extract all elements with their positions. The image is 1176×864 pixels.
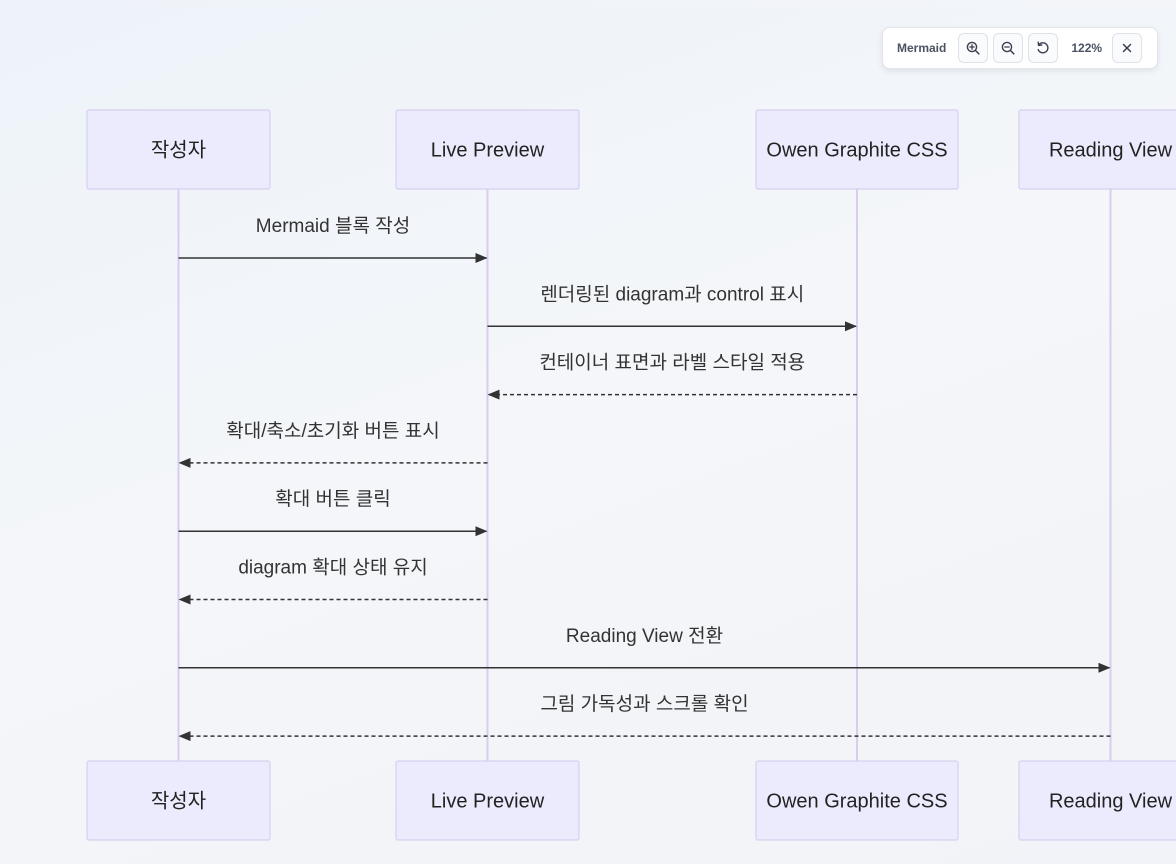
zoom-out-icon <box>1002 41 1015 55</box>
reset-icon <box>1037 41 1049 54</box>
close-button[interactable] <box>1112 33 1143 63</box>
actor-label-author-top: 작성자 <box>151 139 206 162</box>
actor-label-reading-top: Reading View <box>1049 140 1173 162</box>
toolbar-label: Mermaid <box>897 41 947 55</box>
zoom-out-button[interactable] <box>993 33 1024 63</box>
message-label-6: diagram 확대 상태 유지 <box>238 557 427 579</box>
actor-label-live-top: Live Preview <box>431 140 545 162</box>
actor-label-css-bottom: Owen Graphite CSS <box>766 791 947 813</box>
message-label-1: Mermaid 블록 작성 <box>256 215 410 237</box>
actor-label-css-top: Owen Graphite CSS <box>766 140 947 162</box>
actor-box-author-bottom <box>86 760 271 841</box>
zoom-in-icon <box>967 41 980 55</box>
message-label-4: 확대/축소/초기화 버튼 표시 <box>226 420 439 442</box>
actor-label-live-bottom: Live Preview <box>431 791 545 813</box>
message-label-7: Reading View 전환 <box>566 625 723 647</box>
message-label-2: 렌더링된 diagram과 control 표시 <box>540 283 804 305</box>
close-icon <box>1122 43 1132 53</box>
reset-button[interactable] <box>1028 33 1059 63</box>
zoom-in-button[interactable] <box>958 33 989 63</box>
actor-box-live-bottom <box>395 760 580 841</box>
mermaid-toolbar: Mermaid 122% <box>882 27 1158 69</box>
actor-box-css-bottom <box>755 760 959 841</box>
actor-box-live-top <box>395 109 580 190</box>
zoom-level: 122% <box>1071 41 1103 55</box>
message-label-3: 컨테이너 표면과 라벨 스타일 적용 <box>539 352 805 374</box>
actor-box-author-top <box>86 109 271 190</box>
message-label-8: 그림 가독성과 스크롤 확인 <box>540 693 748 715</box>
actor-label-author-bottom: 작성자 <box>151 790 206 813</box>
actor-box-reading-top <box>1018 109 1176 190</box>
actor-box-reading-bottom <box>1018 760 1176 841</box>
actor-box-css-top <box>755 109 959 190</box>
actor-label-reading-bottom: Reading View <box>1049 791 1173 813</box>
message-label-5: 확대 버튼 클릭 <box>275 488 390 510</box>
